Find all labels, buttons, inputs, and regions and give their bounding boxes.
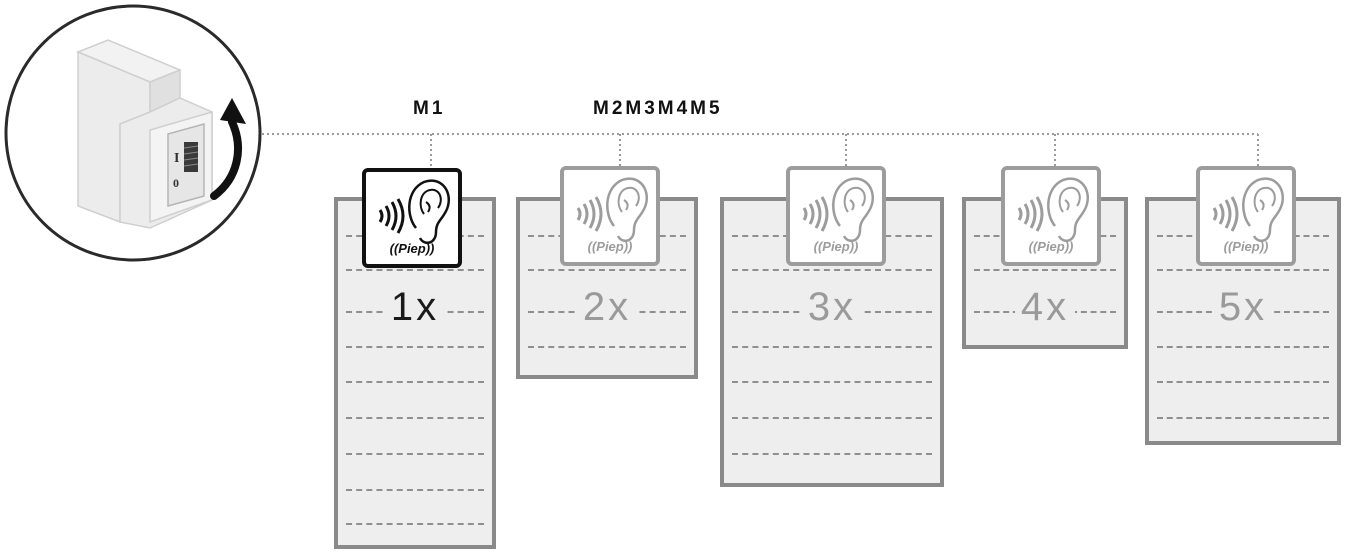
- mode-label-m2-m5: M2M3M4M5: [593, 98, 723, 119]
- beep-text-2: ((Piep)): [587, 239, 633, 254]
- step-count-5: 5x: [1149, 285, 1337, 330]
- ear-beep-icon: [576, 177, 649, 243]
- step-count-3: 3x: [724, 285, 940, 330]
- beep-text-3: ((Piep)): [813, 239, 859, 254]
- beep-text-1: ((Piep)): [389, 241, 435, 256]
- ear-beep-icon: [802, 177, 875, 243]
- beep-icon-box-3: ((Piep)): [786, 166, 886, 266]
- step-count-4: 4x: [966, 285, 1124, 330]
- switch-mark-off: 0: [173, 176, 179, 190]
- beep-icon-box-4: ((Piep)): [1001, 166, 1101, 266]
- ear-beep-icon: [1212, 177, 1285, 243]
- beep-text-5: ((Piep)): [1223, 239, 1269, 254]
- beep-icon-box-2: ((Piep)): [560, 166, 660, 266]
- ear-beep-icon: [378, 179, 451, 245]
- mode-label-m1: M1: [413, 98, 446, 119]
- beep-text-4: ((Piep)): [1028, 239, 1074, 254]
- rotate-arrow-icon: [210, 98, 246, 200]
- step-count-2: 2x: [520, 285, 694, 330]
- switch-mark-on: I: [174, 151, 179, 166]
- ear-beep-icon: [1017, 177, 1090, 243]
- beep-icon-box-1: ((Piep)): [362, 168, 462, 268]
- step-count-1: 1x: [338, 285, 492, 330]
- din-rail-device-icon: [4, 4, 262, 262]
- beep-icon-box-5: ((Piep)): [1196, 166, 1296, 266]
